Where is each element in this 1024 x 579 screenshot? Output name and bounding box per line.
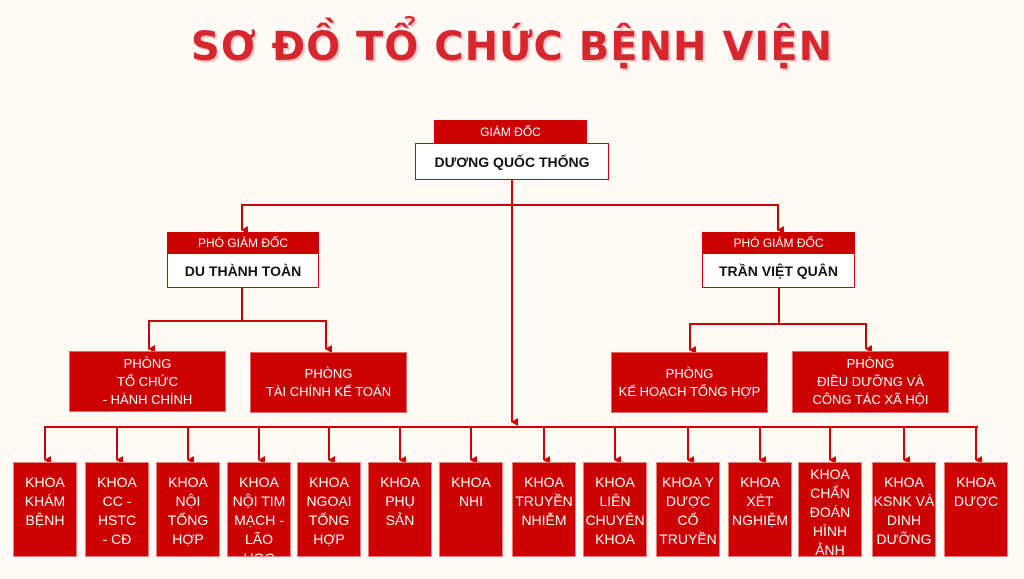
office-box: PHÒNG KẾ HOẠCH TỔNG HỢP — [611, 352, 768, 413]
director-name: DƯƠNG QUỐC THỐNG — [415, 143, 609, 180]
deputy-role-left: PHÓ GIÁM ĐỐC — [167, 232, 319, 253]
page-title: SƠ ĐỒ TỔ CHỨC BỆNH VIỆN — [190, 24, 834, 70]
office-box: PHÒNG TỔ CHỨC - HÀNH CHÍNH — [69, 351, 226, 412]
department-box: KHOA NHI — [439, 462, 503, 557]
department-box: KHOA LIÊN CHUYÊN KHOA — [583, 462, 647, 557]
deputy-name-right: TRẦN VIỆT QUÂN — [702, 253, 855, 288]
department-box: KHOA CC - HSTC - CĐ — [85, 462, 149, 557]
department-box: KHOA NỘI TIM MẠCH - LÃO HỌC — [227, 462, 291, 557]
office-box: PHÒNG TÀI CHÍNH KẾ TOÁN — [250, 352, 407, 413]
deputy-name-left: DU THÀNH TOÀN — [167, 253, 319, 288]
department-box: KHOA KSNK VÀ DINH DƯỠNG — [872, 462, 936, 557]
department-box: KHOA TRUYỀN NHIỄM — [512, 462, 576, 557]
director-role: GIÁM ĐỐC — [434, 120, 587, 143]
department-box: KHOA DƯỢC — [944, 462, 1008, 557]
office-box: PHÒNG ĐIỀU DƯỠNG VÀ CÔNG TÁC XÃ HỘI — [792, 351, 949, 413]
department-box: KHOA XÉT NGHIỆM — [728, 462, 792, 557]
department-box: KHOA Y DƯỢC CỔ TRUYỀN — [656, 462, 720, 557]
department-box: KHOA NGOẠI TỔNG HỢP — [297, 462, 361, 557]
department-box: KHOA PHỤ SẢN — [368, 462, 432, 557]
department-box: KHOA NỘI TỔNG HỢP — [156, 462, 220, 557]
deputy-role-right: PHÓ GIÁM ĐỐC — [702, 232, 855, 253]
department-box: KHOA KHÁM BỆNH — [13, 462, 77, 557]
department-box: KHOA CHẨN ĐOÁN HÌNH ẢNH — [798, 462, 862, 557]
